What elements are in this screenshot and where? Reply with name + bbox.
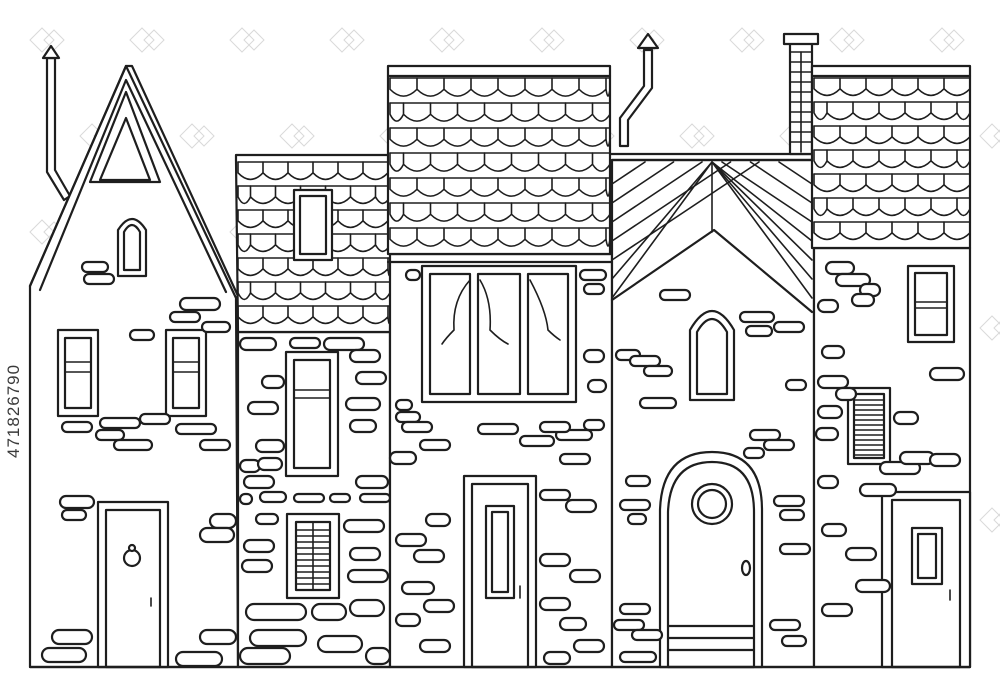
house-4 (608, 152, 816, 669)
vent-pipe-2 (618, 32, 660, 148)
house-3 (386, 64, 614, 669)
house-1 (28, 44, 240, 669)
house-2 (234, 153, 394, 669)
watermark-id: 471826790 (4, 363, 23, 458)
watermark-id-wrap: 471826790 (0, 0, 30, 694)
house-5 (782, 32, 972, 669)
